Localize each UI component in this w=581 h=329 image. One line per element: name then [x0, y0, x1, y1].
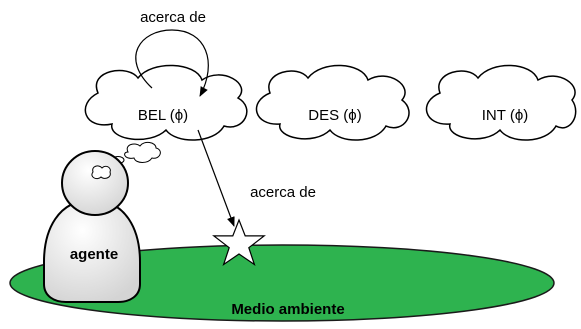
agent-body: [43, 198, 141, 303]
agent-figure: agente: [43, 150, 141, 303]
des-cloud: DES (ϕ): [255, 64, 410, 141]
agent-head: [61, 150, 129, 216]
belief-arrow: [197, 129, 235, 227]
des-cloud-label: DES (ϕ): [308, 107, 361, 124]
world-relation-label: acerca de: [250, 184, 316, 201]
agent-label: agente: [70, 246, 118, 263]
environment-ellipse: [9, 244, 555, 322]
bel-cloud-label: BEL (ϕ): [138, 107, 188, 124]
self-loop-arrow: [135, 29, 209, 97]
environment-label: Medio ambiente: [231, 301, 344, 318]
self-relation-label: acerca de: [140, 9, 206, 26]
thought-bubble-large: [124, 141, 161, 163]
agent-head-thought-icon: [91, 165, 111, 180]
star-icon: [212, 218, 266, 266]
int-cloud-label: INT (ϕ): [482, 107, 528, 124]
int-cloud: INT (ϕ): [425, 64, 577, 141]
bel-cloud: BEL (ϕ): [84, 64, 248, 141]
